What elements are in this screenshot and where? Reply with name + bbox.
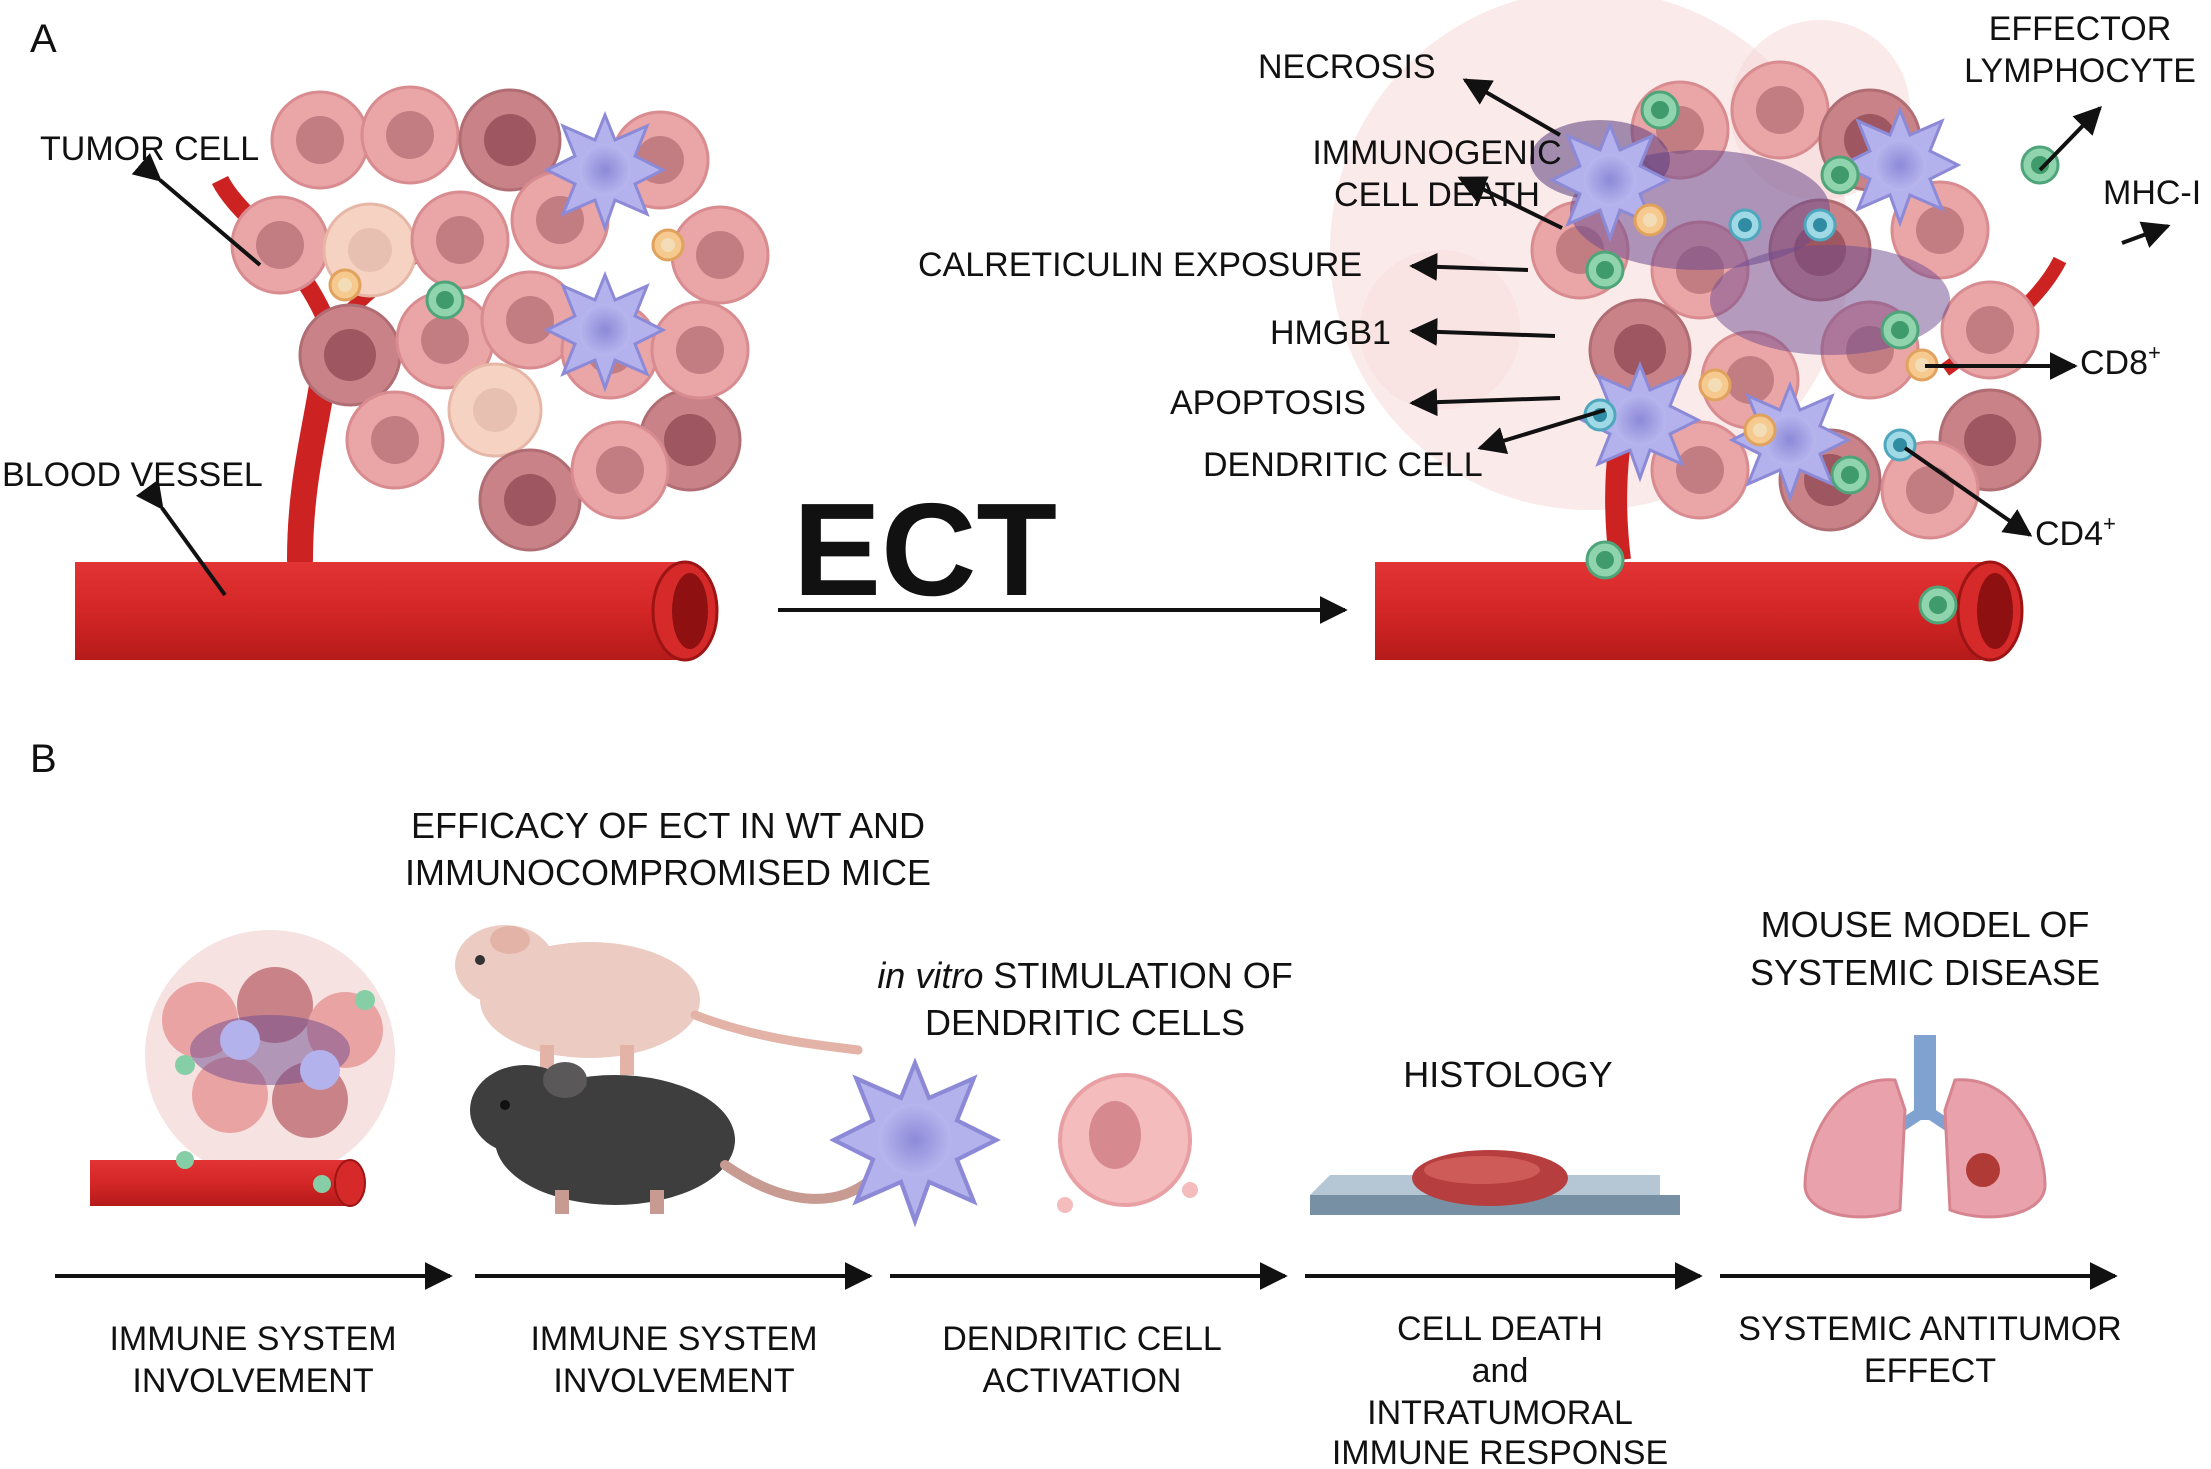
effector-arrow (2038, 105, 2102, 172)
step2-line1: IMMUNE SYSTEM (530, 1320, 817, 1358)
histology-slide-illustration (1310, 1150, 1680, 1215)
cd4-arrow (1903, 446, 2033, 537)
tumor-cell-label: TUMOR CELL (40, 130, 259, 168)
nude-mouse-illustration (455, 925, 863, 1075)
panel-a-letter: A (30, 17, 57, 61)
blood-vessel-label: BLOOD VESSEL (2, 456, 263, 494)
step2-line2: INVOLVEMENT (553, 1362, 794, 1400)
invitro-title-line1: in vitro STIMULATION OF (877, 955, 1292, 996)
apoptosis-label: APOPTOSIS (1170, 384, 1366, 422)
icd-label-line2: CELL DEATH (1334, 176, 1540, 214)
histology-title: HISTOLOGY (1403, 1054, 1612, 1095)
invitro-title-line2: DENDRITIC CELLS (925, 1002, 1245, 1043)
icd-label-line1: IMMUNOGENIC (1312, 134, 1561, 172)
mhc-arrow (2121, 221, 2171, 248)
cd8-label: CD8+ (2080, 340, 2161, 382)
lungs-illustration (1803, 1035, 2047, 1219)
invitro-cells-illustration (834, 1063, 1198, 1221)
panel-a: A (2, 0, 2201, 662)
black-mouse-illustration (470, 1062, 875, 1214)
apoptosis-arrow (1409, 388, 1561, 417)
blood-vessel-left (75, 560, 719, 662)
tumor-after-illustration (1330, 0, 2067, 562)
mouse-model-title-line1: MOUSE MODEL OF (1761, 904, 2090, 945)
step4-line1: CELL DEATH (1397, 1310, 1603, 1348)
dendritic-cell-arrow (1477, 408, 1606, 455)
mouse-model-title-line2: SYSTEMIC DISEASE (1750, 952, 2100, 993)
mhc-label: MHC-I (2103, 174, 2201, 212)
cd4-label: CD4+ (2035, 511, 2116, 553)
step3-line2: ACTIVATION (983, 1362, 1182, 1400)
tumor-before-illustration (211, 85, 770, 573)
dendritic-cell-label: DENDRITIC CELL (1203, 446, 1483, 484)
step5-line1: SYSTEMIC ANTITUMOR (1738, 1310, 2121, 1348)
efficacy-title-line2: IMMUNOCOMPROMISED MICE (405, 852, 931, 893)
hmgb1-arrow (1409, 317, 1556, 346)
necrosis-label: NECROSIS (1258, 48, 1436, 86)
efficacy-title-line1: EFFICACY OF ECT IN WT AND (411, 805, 925, 846)
blood-vessel-arrow (135, 479, 227, 597)
necrosis-arrow (1462, 78, 1562, 137)
step4-line3: INTRATUMORAL (1367, 1394, 1633, 1432)
step4-line4: IMMUNE RESPONSE (1332, 1434, 1668, 1469)
effector-label-line2: LYMPHOCYTE (1964, 52, 2196, 90)
calreticulin-label: CALRETICULIN EXPOSURE (918, 246, 1362, 284)
panel-b-letter: B (30, 737, 57, 781)
step1-line2: INVOLVEMENT (132, 1362, 373, 1400)
tumor-cell-arrow (131, 153, 262, 267)
hmgb1-label: HMGB1 (1270, 314, 1391, 352)
mini-tumor-illustration (90, 930, 395, 1207)
panel-b: B EFFICACY OF ECT IN WT AND IMMUNOCOMPRO… (30, 737, 2122, 1469)
step3-line1: DENDRITIC CELL (942, 1320, 1222, 1358)
effector-label-line1: EFFECTOR (1989, 10, 2172, 48)
icd-arrow (1457, 176, 1563, 230)
step1-line1: IMMUNE SYSTEM (109, 1320, 396, 1358)
step5-line2: EFFECT (1864, 1352, 1996, 1390)
calreticulin-arrow (1409, 252, 1529, 281)
blood-vessel-right (1375, 540, 2024, 662)
ect-label: ECT (793, 476, 1057, 623)
step4-line2: and (1472, 1352, 1529, 1390)
